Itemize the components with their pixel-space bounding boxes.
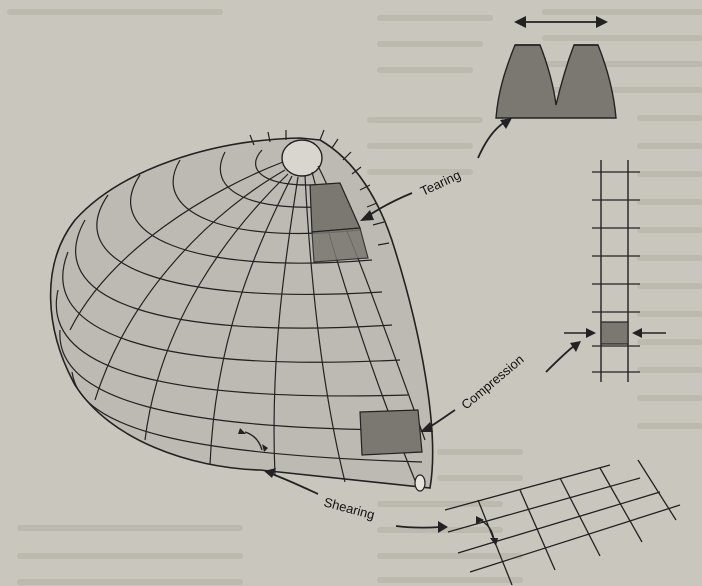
arrow-icon bbox=[360, 192, 413, 221]
arrow-icon bbox=[420, 409, 456, 432]
tearing-shape bbox=[495, 44, 617, 119]
dome-apex bbox=[281, 139, 323, 177]
arrow-icon bbox=[264, 468, 319, 495]
dome-parallels bbox=[55, 149, 423, 463]
tearing-cell-lower bbox=[311, 227, 369, 263]
dome-base-marker bbox=[414, 474, 426, 492]
compressed-cell bbox=[600, 321, 629, 345]
double-arrow-icon bbox=[514, 16, 608, 28]
dome-crest-ticks bbox=[249, 129, 390, 246]
arrow-icon bbox=[632, 328, 666, 338]
shearing-angle-mark bbox=[244, 431, 263, 451]
compression-detail bbox=[564, 160, 666, 382]
compression-cell bbox=[359, 409, 423, 456]
arrow-icon bbox=[545, 341, 581, 373]
shearing-label: Shearing bbox=[322, 494, 376, 522]
arrow-icon bbox=[564, 328, 596, 338]
arrow-icon bbox=[395, 521, 448, 533]
arrow-icon bbox=[477, 118, 512, 159]
compression-label: Compression bbox=[458, 352, 526, 413]
tearing-detail bbox=[495, 16, 617, 119]
shearing-detail bbox=[444, 459, 681, 586]
dome bbox=[49, 129, 434, 492]
